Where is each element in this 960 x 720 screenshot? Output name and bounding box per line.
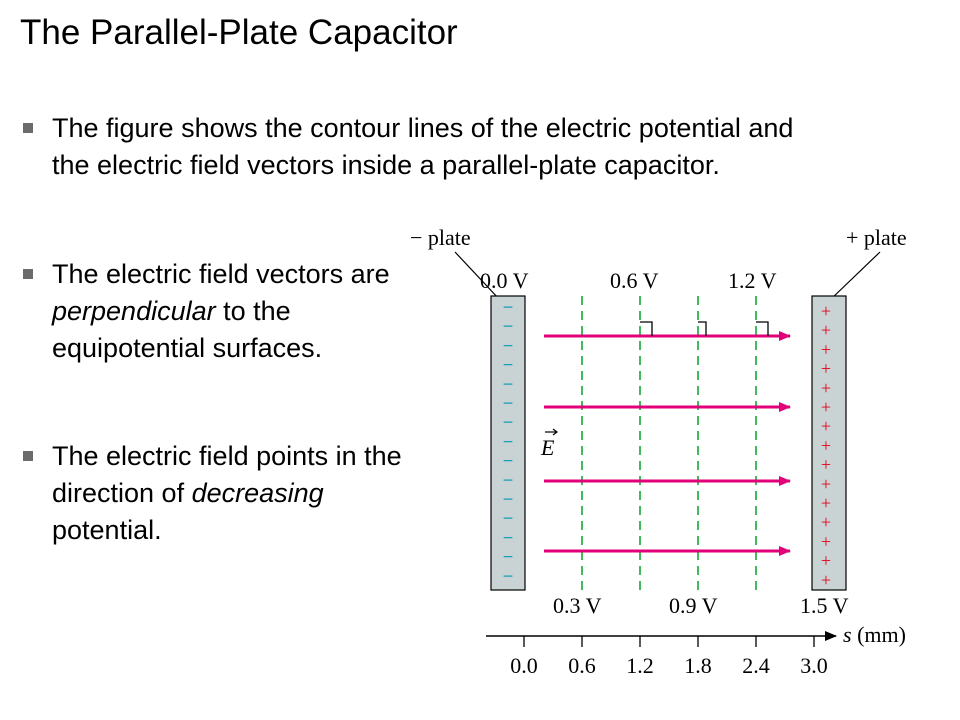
positive-sign: + — [821, 570, 831, 590]
axis-tick-label: 0.0 — [510, 653, 538, 678]
bullet-marker — [23, 269, 33, 279]
axis-tick-label: 0.6 — [568, 653, 596, 678]
positive-sign: + — [821, 531, 831, 551]
positive-sign: + — [821, 397, 831, 417]
positive-sign: + — [821, 301, 831, 321]
negative-sign: − — [503, 335, 514, 355]
axis-tick-label: 2.4 — [742, 653, 770, 678]
axis-tick-label: 3.0 — [800, 653, 828, 678]
potential-label-0-0: 0.0 V — [480, 268, 529, 293]
bullet-marker — [23, 123, 33, 133]
positive-sign: + — [821, 474, 831, 494]
axis-tick-label: 1.8 — [684, 653, 712, 678]
potential-label-0-3: 0.3 V — [553, 593, 602, 618]
potential-label-0-6: 0.6 V — [610, 268, 659, 293]
right-angle-marker — [698, 321, 707, 336]
field-label-text: E — [540, 435, 555, 460]
positive-sign: + — [821, 455, 831, 475]
negative-sign: − — [503, 451, 514, 471]
right-angle-markers — [640, 321, 769, 336]
bullet-3-text-b: potential. — [52, 515, 162, 545]
positive-sign: + — [821, 339, 831, 359]
potential-label-1-2: 1.2 V — [728, 268, 777, 293]
equipotential-lines — [581, 296, 757, 590]
bullet-2: The electric field vectors are perpendic… — [23, 256, 412, 367]
positive-sign: + — [821, 359, 831, 379]
bullet-1-text: The figure shows the contour lines of th… — [52, 113, 794, 180]
bullet-3-emphasis: decreasing — [191, 478, 324, 508]
negative-sign: − — [503, 431, 514, 451]
positive-plate — [811, 295, 847, 591]
potential-label-1-5: 1.5 V — [800, 593, 849, 618]
bullet-3: The electric field points in the directi… — [23, 438, 412, 549]
negative-sign: − — [503, 374, 514, 394]
bullet-marker — [23, 451, 33, 461]
negative-sign: − — [503, 566, 514, 586]
negative-sign: − — [503, 412, 514, 432]
positive-sign: + — [821, 493, 831, 513]
bullet-3-text-a: The electric field points in the directi… — [52, 441, 402, 508]
positive-charges: +++++++++++++++ — [821, 301, 831, 590]
positive-sign: + — [821, 378, 831, 398]
positive-sign: + — [821, 416, 831, 436]
bullet-2-text-a: The electric field vectors are — [52, 259, 390, 289]
negative-sign: − — [503, 508, 514, 528]
negative-sign: − — [503, 316, 514, 336]
potential-label-0-9: 0.9 V — [669, 593, 718, 618]
negative-sign: − — [503, 297, 514, 317]
bullet-2-emphasis: perpendicular — [52, 296, 216, 326]
neg-plate-pointer — [454, 251, 501, 301]
positive-sign: + — [821, 435, 831, 455]
negative-sign: − — [503, 355, 514, 375]
negative-charges: −−−−−−−−−−−−−−− — [503, 297, 514, 586]
positive-sign: + — [821, 551, 831, 571]
field-vectors — [544, 331, 791, 556]
pos-plate-pointer — [829, 251, 881, 301]
neg-plate-label: − plate — [410, 225, 471, 250]
negative-sign: − — [503, 489, 514, 509]
right-angle-marker — [640, 321, 653, 336]
right-angle-marker — [756, 321, 769, 336]
field-label: E — [540, 428, 558, 460]
axis-label: s (mm) — [843, 622, 906, 647]
negative-sign: − — [503, 547, 514, 567]
axis-tick-label: 1.2 — [626, 653, 654, 678]
negative-sign: − — [503, 527, 514, 547]
axis-ticks: 0.0 0.6 1.2 1.8 2.4 3.0 — [510, 636, 828, 678]
negative-plate — [490, 295, 526, 591]
bullet-1: The figure shows the contour lines of th… — [23, 110, 832, 184]
pos-plate-label: + plate — [846, 225, 907, 250]
slide-title: The Parallel-Plate Capacitor — [20, 13, 458, 52]
positive-sign: + — [821, 320, 831, 340]
negative-sign: − — [503, 470, 514, 490]
positive-sign: + — [821, 512, 831, 532]
negative-sign: − — [503, 393, 514, 413]
bullet-2-text-b: to the equipotential surfaces. — [52, 296, 323, 363]
